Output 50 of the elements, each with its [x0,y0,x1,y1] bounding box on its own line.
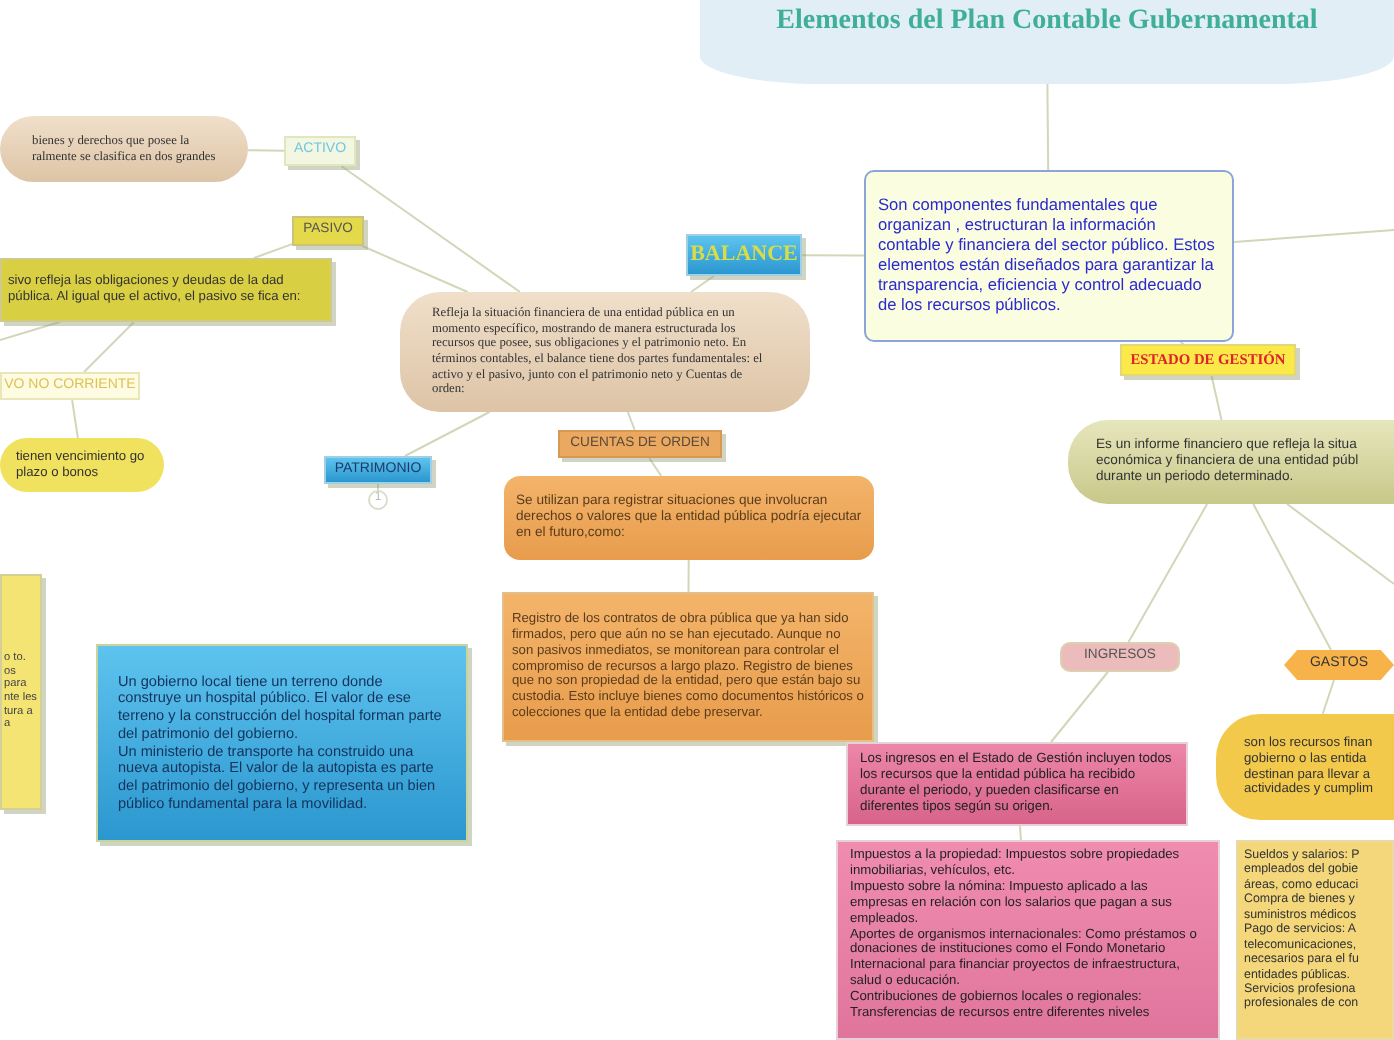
topic-label [1060,642,1180,672]
connector-line [1179,341,1185,345]
topic-label [558,430,722,458]
connector-line [252,243,293,259]
description-box [846,742,1188,826]
connector-line [1046,83,1050,171]
connector-line [1127,503,1209,643]
description-pill [1216,714,1394,820]
description-box [502,592,874,742]
detail-box [836,840,1220,1040]
connector-line [1233,229,1394,244]
connector-line [1050,671,1109,743]
connector-line [690,275,715,293]
connector-line [1286,503,1394,585]
connector-line [801,254,865,257]
detail-box [1236,840,1394,1040]
connector-line [361,245,469,293]
description-pill [0,438,164,492]
topic-label [1120,344,1296,376]
description-pill [0,116,248,182]
node-text: Son componentes fundamentales que organizan , estructuran la información contable y financiera del sector público. Estos elementos están diseñados para garantizar la transparencia, eficiencia y control adecuado de los recursos públicos. [878,196,1217,316]
description-pill [400,292,810,412]
description-box [0,574,42,810]
connector-line [247,149,285,152]
connector-line [1018,825,1022,841]
connector-line [0,321,61,341]
connector-line [1252,503,1332,651]
description-pill [1068,420,1394,504]
connector-line [340,165,521,293]
connector-line [687,559,690,593]
connector-line [377,483,379,491]
topic-label [0,372,140,400]
topic-label [284,136,356,166]
connector-line [626,411,636,431]
connector-line [403,411,491,457]
connector-line [83,321,135,373]
topic-label [324,456,432,484]
example-box [96,644,468,842]
description-box [504,476,874,560]
connector-line [1210,375,1223,421]
description-box [0,258,332,322]
topic-label [686,234,802,276]
node-text: BALANCE [688,241,800,269]
connector-line [71,399,79,439]
title-banner [700,0,1394,84]
connector-line [1321,679,1335,715]
banner-heading: Elementos del Plan Contable Gubernamental [774,6,1320,40]
topic-box [864,170,1234,342]
topic-label [292,216,364,246]
connector-line [648,457,663,477]
